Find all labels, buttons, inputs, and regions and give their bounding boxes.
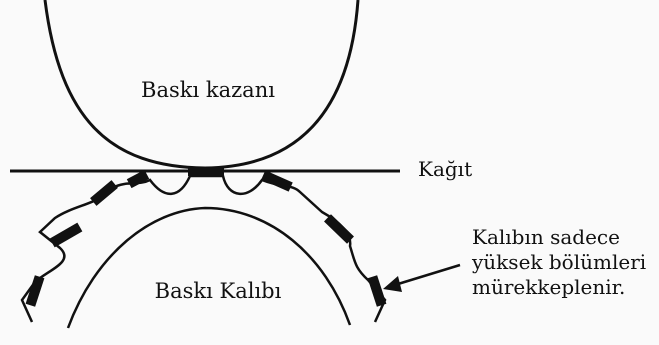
note-line-1: Kalıbın sadece bbox=[472, 225, 620, 249]
printing-plate-inner-arc bbox=[66, 206, 352, 329]
raised-segment bbox=[49, 222, 83, 248]
raised-segment bbox=[367, 275, 387, 307]
raised-segment bbox=[324, 214, 354, 244]
raised-segment bbox=[126, 169, 150, 189]
impression-cylinder-label: Baskı kazanı bbox=[141, 78, 275, 102]
raised-segment bbox=[261, 170, 293, 192]
raised-segment bbox=[25, 275, 45, 307]
note-line-2: yüksek bölümleri bbox=[471, 250, 646, 274]
raised-segment bbox=[188, 167, 224, 176]
note-line-3: mürekkeplenir. bbox=[472, 275, 625, 299]
note-arrow-line bbox=[397, 263, 461, 286]
note-arrow-head bbox=[383, 276, 402, 292]
printing-plate-label: Baskı Kalıbı bbox=[155, 279, 282, 303]
paper-label: Kağıt bbox=[418, 157, 472, 181]
raised-segment bbox=[90, 180, 118, 206]
